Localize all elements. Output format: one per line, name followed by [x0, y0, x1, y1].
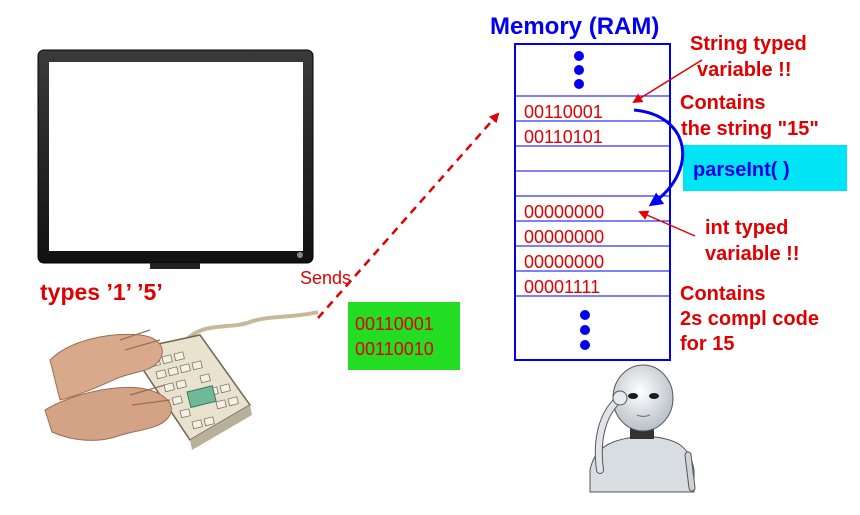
- memory-cell-7: 00000000: [524, 252, 604, 272]
- parseint-box: parseInt( ): [683, 145, 847, 191]
- types-label: types ’1’ ’5’: [40, 279, 163, 305]
- contains-string-line-2: the string "15": [681, 118, 819, 140]
- memory-cell-2: 00110101: [524, 127, 603, 147]
- contains-code-line-2: 2s compl code: [680, 308, 819, 330]
- string-var-arrow: [632, 59, 703, 104]
- sent-bytes-box: 00110001 00110010: [348, 302, 460, 370]
- contains-code-line-1: Contains: [680, 283, 766, 305]
- int-var-line-1: int typed: [705, 217, 788, 239]
- int-var-note: int typed variable !!: [638, 210, 799, 265]
- sends-label: Sends: [300, 268, 351, 288]
- memory-cell-8: 00001111: [524, 277, 600, 297]
- string-var-line-1: String typed: [690, 33, 807, 55]
- parse-arrow: [633, 108, 685, 207]
- keyboard-hands-icon: [44, 310, 319, 450]
- send-arrow: [317, 112, 500, 319]
- contains-code-line-3: for 15: [680, 333, 734, 355]
- sent-byte-2: 00110010: [355, 339, 434, 359]
- parseint-label: parseInt( ): [693, 159, 790, 181]
- string-var-line-2: variable !!: [697, 59, 791, 81]
- robot-thinking-icon: [589, 364, 696, 493]
- monitor-icon: [37, 49, 314, 269]
- contains-string-line-1: Contains: [680, 92, 766, 114]
- int-var-arrow: [638, 210, 696, 237]
- sent-byte-1: 00110001: [355, 314, 434, 334]
- memory-title: Memory (RAM): [490, 13, 659, 40]
- int-var-line-2: variable !!: [705, 243, 799, 265]
- memory-cell-6: 00000000: [524, 227, 604, 247]
- memory-cell-5: 00000000: [524, 202, 604, 222]
- memory-block: 00110001 00110101 00000000 00000000 0000…: [514, 43, 671, 361]
- memory-cell-1: 00110001: [524, 102, 603, 122]
- string-var-note: String typed variable !!: [632, 33, 807, 104]
